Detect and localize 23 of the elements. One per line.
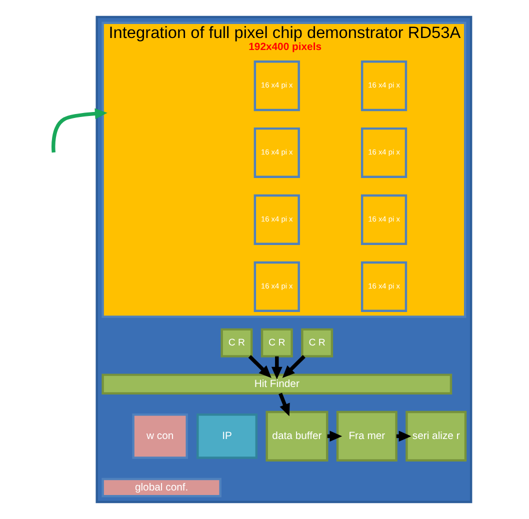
node-box: C R <box>260 328 292 358</box>
node-box: 16 x4 pi x <box>360 127 407 178</box>
node-box: IP <box>196 414 258 459</box>
node-box: 16 x4 pi x <box>360 261 407 312</box>
node-box: Fra mer <box>336 410 397 462</box>
node-box: 16 x4 pi x <box>360 194 407 245</box>
arrow <box>270 356 282 380</box>
node-box: seri alize r <box>405 410 466 462</box>
node-box: Hit Finder <box>101 374 452 395</box>
node-box: 16 x4 pi x <box>360 60 407 112</box>
node-box: C R <box>220 328 252 358</box>
arrow <box>278 392 290 416</box>
node-box: 16 x4 pi x <box>253 194 300 245</box>
node-box: 16 x4 pi x <box>253 127 300 178</box>
arrow <box>51 108 107 153</box>
node-box: 16 x4 pi x <box>253 261 300 312</box>
node-box: global conf. <box>101 478 221 498</box>
arrow <box>282 355 305 378</box>
arrow <box>248 355 271 378</box>
node-box: C R <box>300 328 333 358</box>
node-box: w con <box>132 414 188 459</box>
node-box: data buffer <box>265 410 328 462</box>
node-box: 16 x4 pi x <box>253 60 300 112</box>
